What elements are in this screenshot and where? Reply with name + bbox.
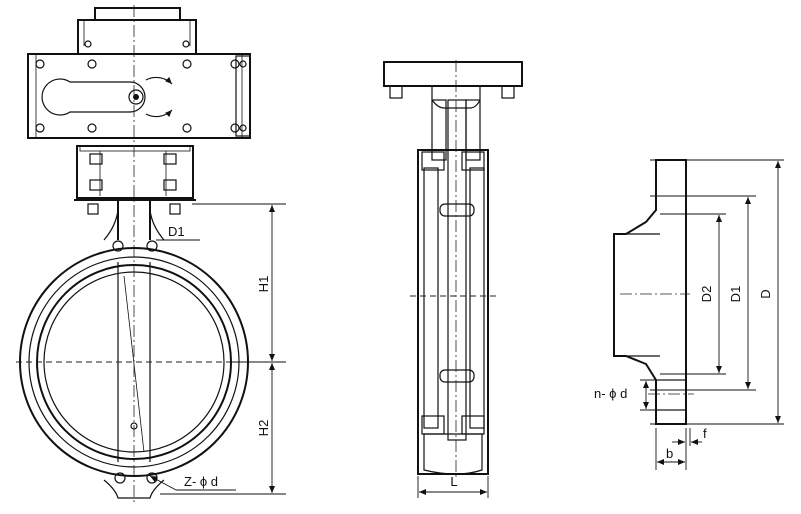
label-d1: D1 (728, 286, 743, 303)
seat-bottom-left (421, 415, 445, 435)
pin-lower (439, 369, 475, 383)
bolt-hole-bottom-left (114, 472, 126, 484)
indicator-pin (133, 94, 139, 100)
rotation-arrow-top-icon (145, 76, 173, 85)
label-d: D (758, 289, 773, 298)
position-indicator-slot (41, 78, 146, 116)
seat-bottom-right (461, 415, 485, 435)
side-section-view: L (383, 60, 523, 498)
seat-top-left (421, 151, 445, 171)
actuator-screws-top (84, 40, 190, 48)
top-mounting-plate (383, 61, 523, 87)
valve-bottom-lug (103, 479, 165, 499)
label-z-phi-d: Z- ϕ d (184, 474, 218, 489)
label-h2: H2 (256, 420, 271, 437)
actuator-housing (27, 53, 251, 139)
label-d1-top: D1 (168, 224, 185, 239)
actuator-side-lug (235, 55, 251, 137)
label-l: L (450, 474, 457, 489)
label-h1: H1 (256, 276, 271, 293)
seat-top-right (461, 151, 485, 171)
bolt-hole-top-left (112, 240, 124, 252)
actuator-corner-screws (35, 59, 247, 133)
indicator-shaft (128, 89, 144, 105)
body-section (417, 149, 489, 475)
stem (447, 99, 467, 441)
label-d2: D2 (699, 286, 714, 303)
flange-section-view: D D1 D2 n- ϕ d b f (594, 159, 784, 470)
bolt-hole-top-right (146, 240, 158, 252)
label-b: b (666, 446, 673, 461)
flange-profile (613, 159, 687, 425)
rotation-arrow-bottom-icon (145, 109, 173, 118)
actuator-cap (94, 7, 181, 21)
pin-upper (439, 203, 475, 217)
label-f: f (703, 426, 707, 441)
front-view: H1 H2 D1 Z- ϕ d (16, 5, 286, 505)
label-n-phi-d: n- ϕ d (594, 386, 627, 401)
bracket-bolts (87, 153, 181, 215)
actuator-upper-body (77, 19, 197, 55)
